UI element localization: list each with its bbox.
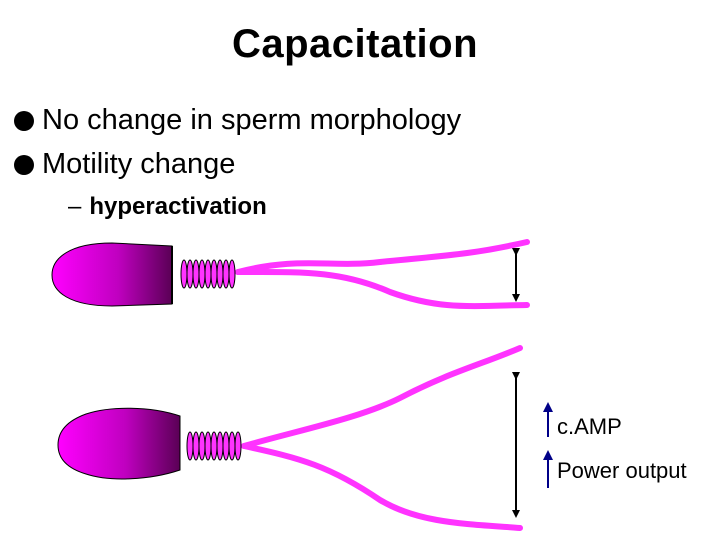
bullet-text: Motility change <box>42 148 236 180</box>
power-output-label: Power output <box>557 458 687 483</box>
sub-bullet-text: hyperactivation <box>89 193 267 220</box>
power-up-arrow-icon <box>543 450 553 488</box>
sperm-tail-lower <box>241 443 523 531</box>
camp-up-arrow-icon <box>543 402 553 437</box>
sperm-tail-upper <box>241 345 523 449</box>
midpiece-coils <box>186 431 242 461</box>
sub-bullet-hyperactivation: –hyperactivation <box>68 193 267 221</box>
bullet-no-morphology-change: No change in sperm morphology <box>14 104 461 137</box>
sperm-tail-lower <box>235 268 530 310</box>
bullet-dot-icon <box>14 110 34 131</box>
sperm-head <box>51 242 173 307</box>
normal-sperm <box>51 239 530 310</box>
slide-title: Capacitation <box>231 22 479 66</box>
sub-bullet-dash: – <box>68 193 82 220</box>
camp-label: c.AMP <box>557 414 622 439</box>
bullet-dot-icon <box>14 154 34 175</box>
bullet-text: No change in sperm morphology <box>42 104 462 136</box>
sperm-tail-upper <box>235 239 530 275</box>
hyperactivated-sperm <box>57 345 523 531</box>
sperm-head <box>57 407 181 480</box>
bullet-motility-change: Motility change <box>14 148 235 181</box>
midpiece-coils <box>180 259 236 289</box>
